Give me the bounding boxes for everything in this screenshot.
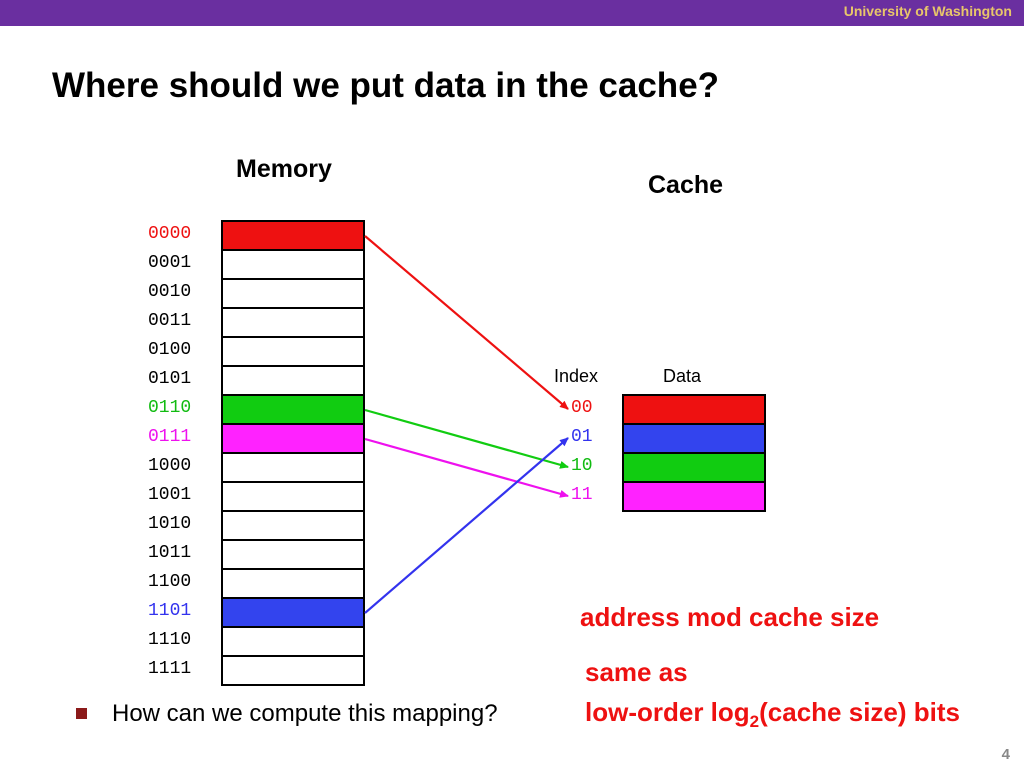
data-label: Data [663, 366, 702, 386]
memory-cell [221, 512, 365, 541]
mapping-arrow-1101-to-01 [364, 437, 569, 614]
memory-cell [221, 309, 365, 338]
cache-index-label: 01 [571, 427, 593, 447]
memory-cell [221, 220, 365, 251]
memory-cell [221, 483, 365, 512]
cache-cell [622, 394, 766, 425]
memory-address-label: 0100 [148, 340, 192, 360]
cache-cell [622, 425, 766, 454]
memory-cell [221, 251, 365, 280]
memory-address-label: 1100 [148, 572, 192, 592]
memory-cell [221, 570, 365, 599]
memory-cell [221, 396, 365, 425]
cache-cell [622, 454, 766, 483]
memory-cell [221, 367, 365, 396]
memory-address-label: 1010 [148, 514, 192, 534]
memory-address-label: 1110 [148, 630, 192, 650]
memory-address-label: 0110 [148, 398, 192, 418]
cache-index-label: 10 [571, 456, 593, 476]
slide-title: Where should we put data in the cache? [52, 66, 720, 105]
memory-address-label: 0011 [148, 311, 192, 331]
low-order-suffix: (cache size) bits [759, 697, 960, 727]
memory-address-label: 0010 [148, 282, 192, 302]
memory-cell [221, 454, 365, 483]
memory-address-label: 0001 [148, 253, 192, 273]
mapping-arrow-0111-to-11 [364, 437, 569, 498]
memory-cell [221, 280, 365, 309]
memory-cell [221, 599, 365, 628]
memory-cell [221, 657, 365, 686]
log-base: 2 [749, 712, 760, 732]
memory-cell [221, 628, 365, 657]
memory-cell [221, 425, 365, 454]
memory-address-label: 1101 [148, 601, 192, 621]
memory-label: Memory [236, 155, 332, 183]
page-number: 4 [1001, 746, 1010, 763]
cache-cell [622, 483, 766, 512]
mapping-arrow-0000-to-00 [364, 235, 569, 410]
memory-address-label: 0111 [148, 427, 192, 447]
mod-note: address mod cache size [580, 602, 880, 632]
institution-name: University of Washington [843, 3, 1012, 19]
bullet-marker [76, 708, 87, 719]
memory-address-label: 1000 [148, 456, 192, 476]
same-as-note: same as [585, 657, 688, 687]
cache-index-label: 00 [571, 398, 593, 418]
mapping-arrow-0110-to-10 [364, 408, 569, 469]
memory-address-label: 0101 [148, 369, 192, 389]
memory-cell [221, 338, 365, 367]
memory-address-label: 1011 [148, 543, 192, 563]
header-bar: University of Washington [0, 0, 1024, 26]
bullet-question: How can we compute this mapping? [112, 700, 498, 727]
memory-address-label: 1111 [148, 659, 192, 679]
memory-cell [221, 541, 365, 570]
memory-address-label: 0000 [148, 224, 192, 244]
memory-address-label: 1001 [148, 485, 192, 505]
cache-label: Cache [648, 171, 724, 199]
low-order-prefix: low-order log [585, 697, 750, 727]
low-order-note: low-order log2(cache size) bits [585, 697, 960, 732]
index-label: Index [554, 366, 599, 386]
cache-index-label: 11 [571, 485, 593, 505]
